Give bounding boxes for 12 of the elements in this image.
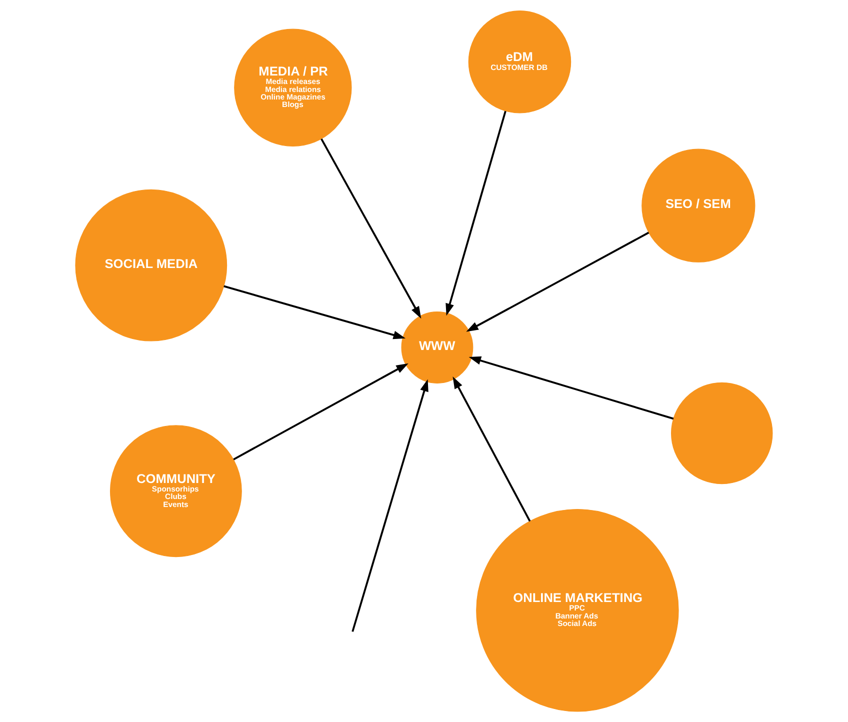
- arrow: [224, 285, 406, 340]
- arrow: [446, 110, 506, 316]
- node-circle: SOCIAL MEDIA: [75, 189, 228, 342]
- node-circle: [671, 382, 773, 484]
- arrow: [452, 376, 531, 522]
- arrow: [466, 232, 650, 332]
- node-circle: WWW: [401, 312, 474, 384]
- arrow: [352, 379, 428, 632]
- node-circle: SEO / SEM: [642, 148, 756, 262]
- arrow: [320, 138, 422, 319]
- arrow: [468, 356, 674, 420]
- arrow: [233, 363, 408, 460]
